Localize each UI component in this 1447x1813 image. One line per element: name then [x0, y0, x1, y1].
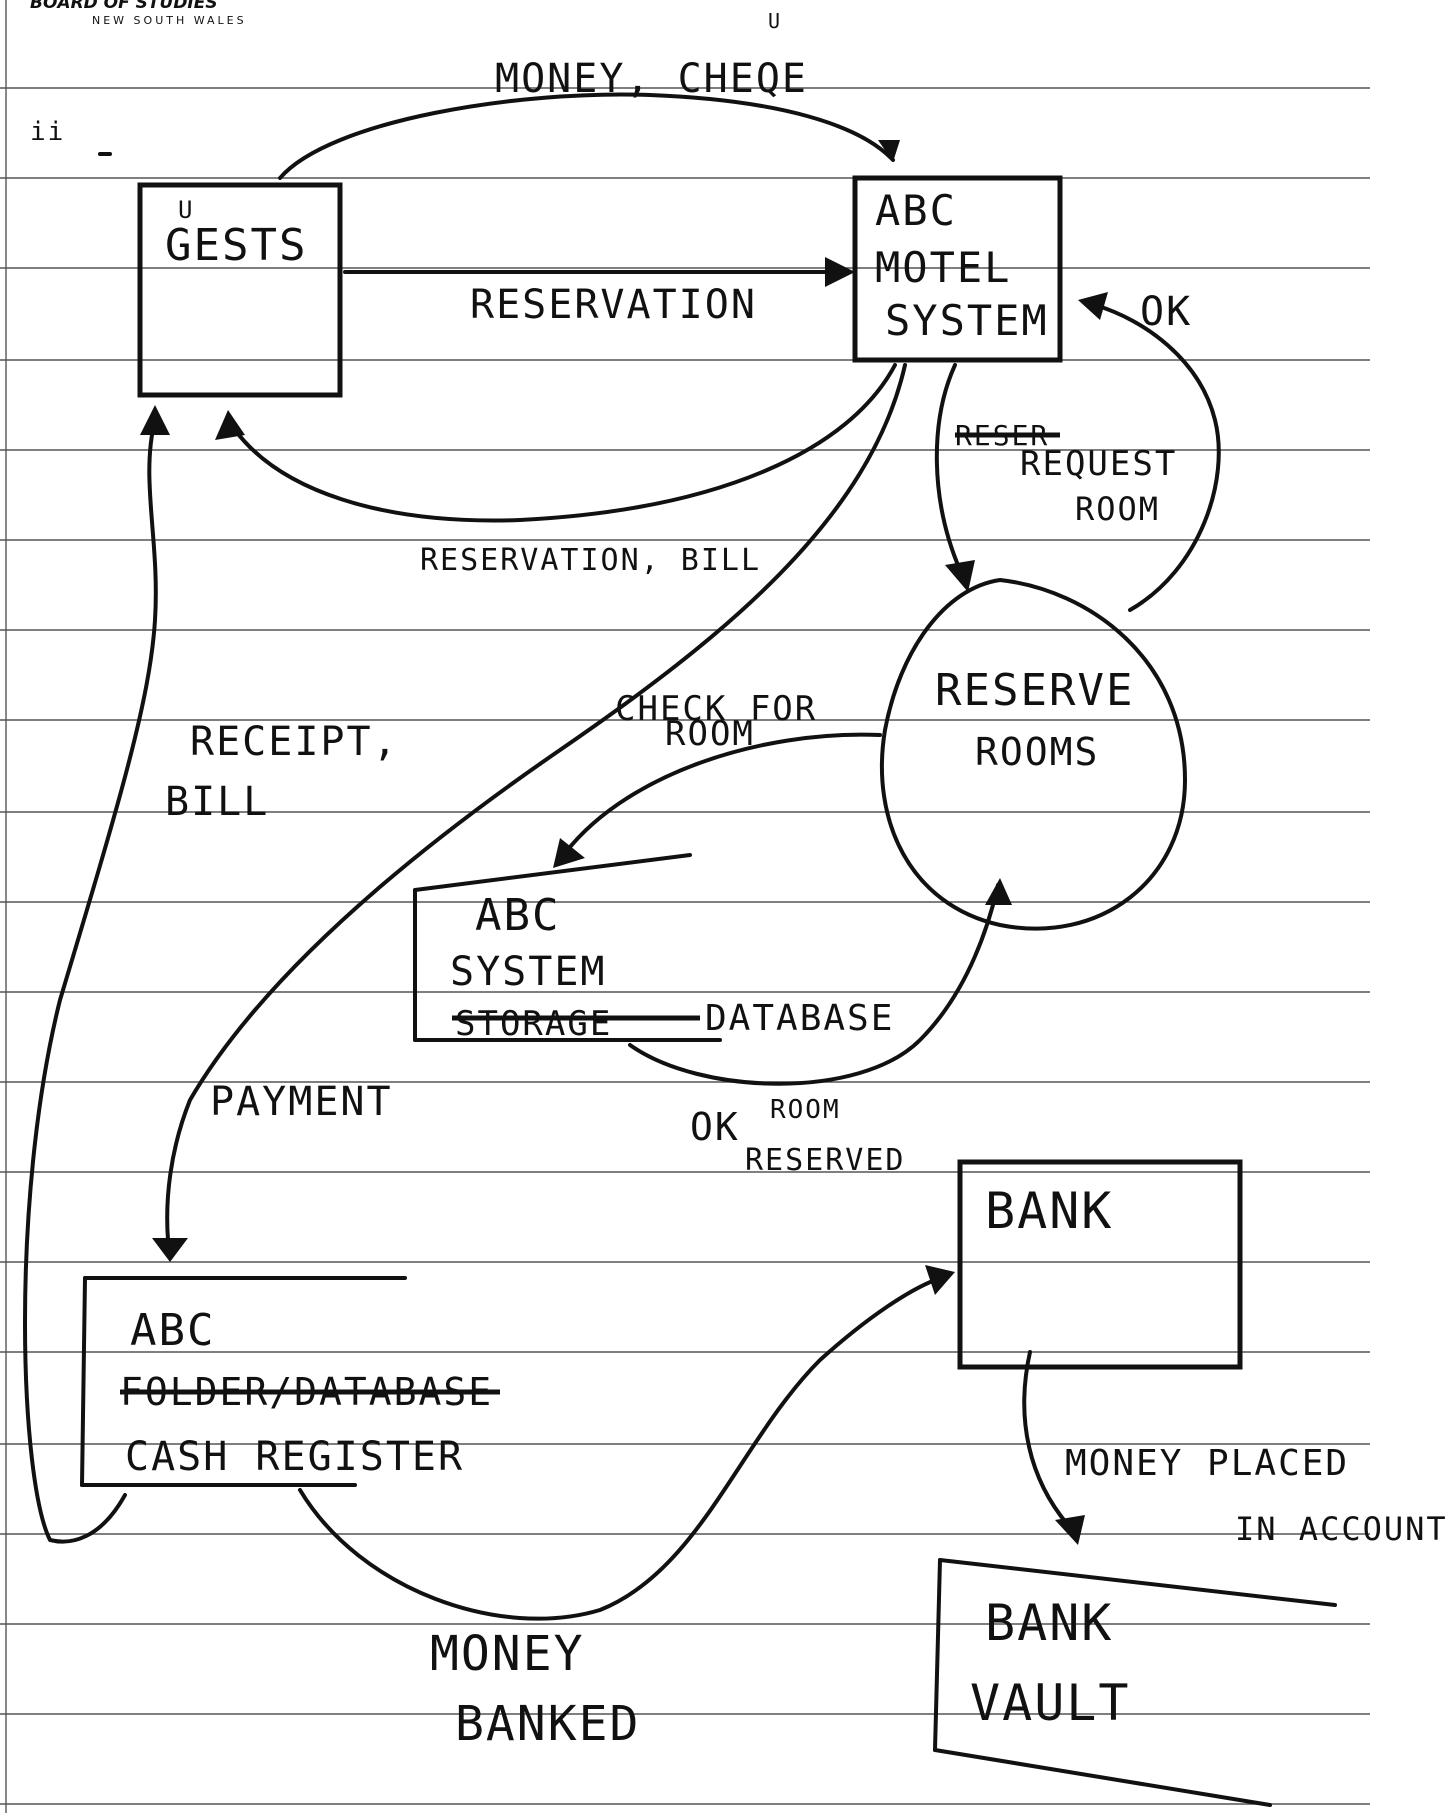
flow-reservation-bill-arrowhead	[215, 410, 245, 440]
flow-ok-room-reserved-line2: ROOM	[770, 1095, 841, 1125]
flow-ok-arrowhead	[1078, 292, 1108, 320]
flow-check-room-line	[558, 732, 882, 862]
flow-ok-room-reserved-line1: OK	[690, 1105, 740, 1149]
flow-money-placed-line2: IN ACCOUNT	[1235, 1510, 1447, 1548]
flow-money-banked-line	[298, 1278, 937, 1621]
flow-reservation-bill-label: RESERVATION, BILL	[420, 543, 761, 578]
bank-vault-bottom-line	[933, 1748, 1272, 1807]
flow-money-banked-line1: MONEY	[430, 1626, 585, 1682]
flow-ok-room-reserved-line3: RESERVED	[745, 1143, 906, 1178]
ruled-lines	[0, 0, 1370, 1813]
bank-vault-line1: BANK	[985, 1594, 1113, 1652]
flow-payment-line	[165, 363, 907, 1242]
question-number: ii	[30, 117, 65, 147]
bank-label: BANK	[985, 1182, 1113, 1240]
flow-reservation-label: RESERVATION	[470, 282, 757, 328]
system-db-line3-struck: STORAGE	[455, 1004, 612, 1044]
flow-check-room-arrowhead	[553, 838, 585, 868]
flow-payment-label: PAYMENT	[210, 1079, 393, 1125]
flow-money-placed-line	[1022, 1350, 1070, 1527]
system-db-top-line	[413, 853, 692, 892]
reserve-room-process	[879, 578, 1187, 931]
flow-request-room-line2: ROOM	[1075, 490, 1160, 528]
flow-ok-room-reserved-arrowhead	[985, 878, 1012, 905]
guests-label: GESTS	[165, 220, 307, 271]
flow-reservation-bill-line	[233, 363, 897, 523]
flow-receipt-bill-line1: RECEIPT,	[190, 719, 399, 765]
guests-entity	[137, 182, 343, 398]
bank-vault-top-line	[938, 1558, 1337, 1607]
flow-receipt-bill-arrowhead	[140, 405, 170, 435]
bank-vault-line2: VAULT	[970, 1674, 1131, 1732]
flow-payment-arrowhead	[152, 1238, 188, 1262]
flow-money-placed-line1: MONEY PLACED	[1065, 1443, 1349, 1484]
system-db-line2: SYSTEM	[450, 949, 607, 995]
motel-system-line1: ABC	[875, 186, 957, 235]
cash-register-line3: CASH REGISTER	[125, 1434, 464, 1480]
system-db-line4: DATABASE	[705, 998, 894, 1039]
motel-system-entity	[852, 175, 1063, 363]
flow-money-cheque-line	[278, 92, 895, 180]
system-db-line1: ABC	[475, 890, 560, 941]
reserve-room-line2: ROOMS	[975, 730, 1099, 774]
flow-request-room-arrowhead	[945, 560, 975, 592]
cash-register-line1: ABC	[130, 1305, 215, 1356]
motel-system-line3: SYSTEM	[885, 296, 1049, 345]
flow-money-cheque-label: MONEY, CHEQE	[495, 56, 808, 102]
flow-receipt-bill-line2: BILL	[165, 779, 269, 825]
org-region: NEW SOUTH WALES	[92, 14, 247, 27]
flow-money-placed-arrowhead	[1055, 1515, 1085, 1545]
flow-check-room-line1: CHECK FOR	[615, 689, 817, 729]
org-name: BOARD OF STUDIES	[30, 0, 218, 13]
flow-request-room-line1: REQUEST	[1020, 444, 1177, 484]
flow-check-room-line2: ROOM	[665, 714, 755, 754]
bank-vault-left-line	[933, 1558, 942, 1752]
guests-label-insert: U	[178, 196, 194, 224]
flow-ok-room-reserved-line	[628, 883, 1000, 1086]
flow-money-banked-line2: BANKED	[455, 1696, 640, 1752]
flow-ok-label: OK	[1140, 289, 1192, 335]
flow-money-banked-arrowhead	[925, 1265, 955, 1295]
flow-reservation-arrowhead	[825, 257, 855, 287]
flow-money-cheque-arrowhead	[878, 140, 900, 162]
motel-system-line2: MOTEL	[875, 243, 1011, 292]
bank-entity	[957, 1159, 1243, 1370]
flow-ok-line	[1093, 303, 1221, 612]
flow-receipt-bill-line	[23, 418, 158, 1544]
reserve-room-line1: RESERVE	[935, 665, 1134, 716]
flow-request-room-line	[934, 363, 962, 572]
flow-money-cheque-insert: U	[768, 9, 782, 33]
cash-register-left-line	[80, 1276, 87, 1487]
